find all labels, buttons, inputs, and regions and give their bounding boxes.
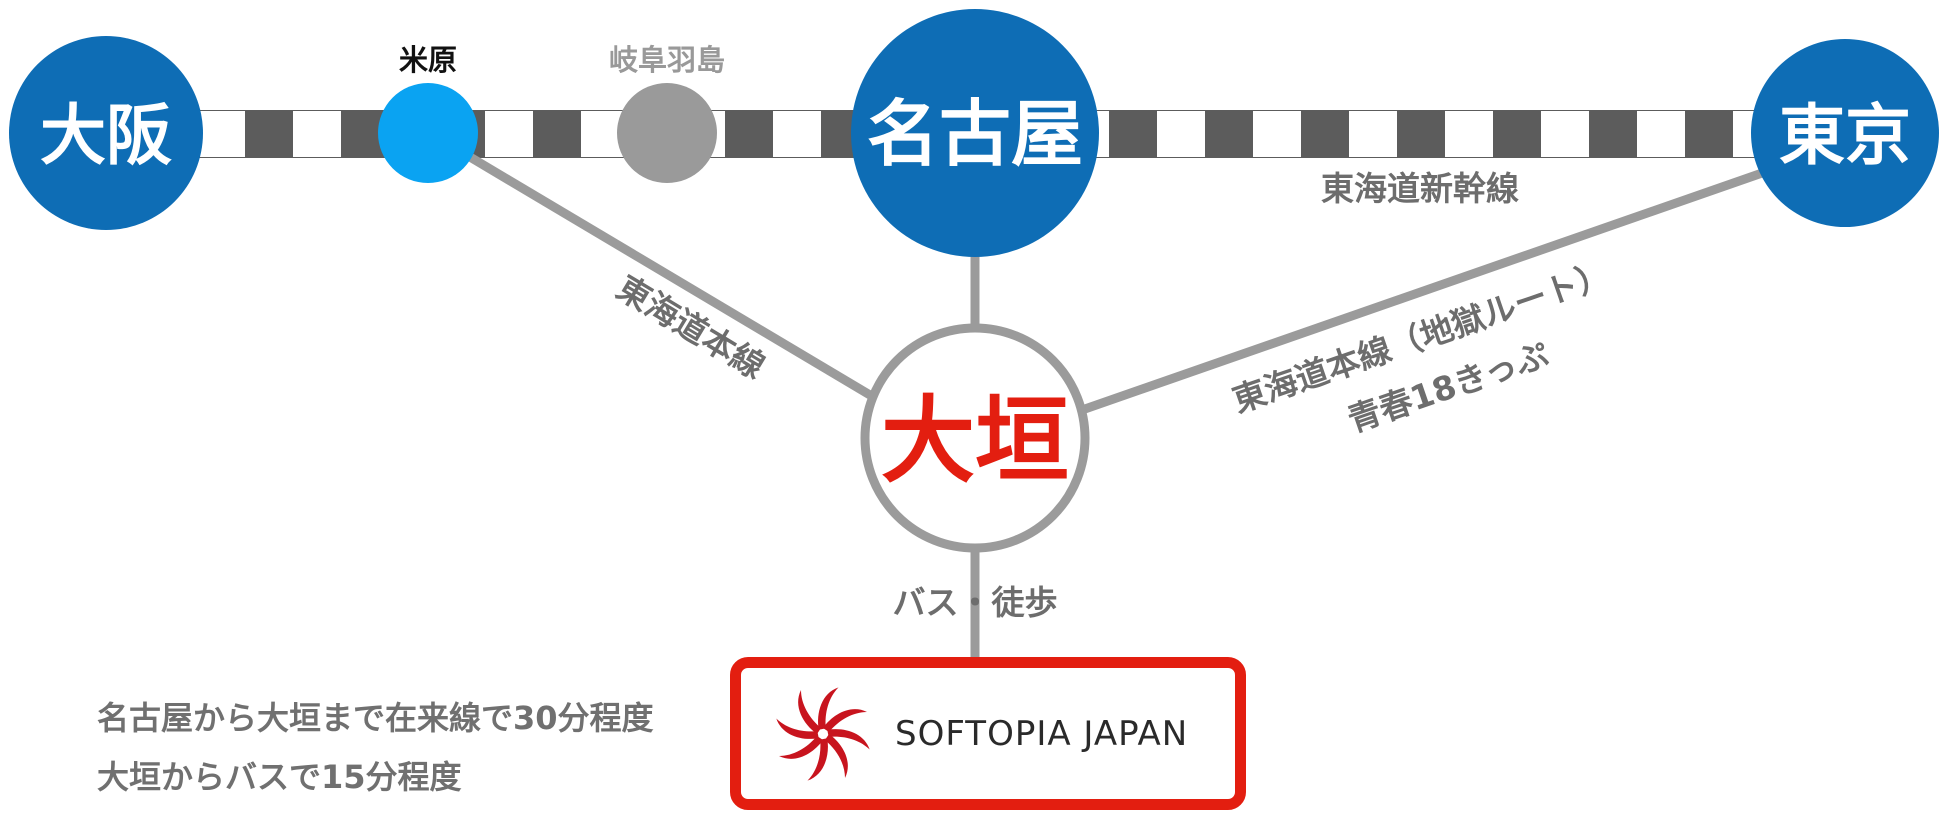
station-tokyo-label: 東京: [1779, 97, 1911, 174]
track-tie: [1253, 111, 1301, 157]
station-gifu-hashima-label: 岐阜羽島: [609, 43, 725, 77]
softopia-japan-name: SOFTOPIA JAPAN: [895, 713, 1189, 754]
note-nagoya-ogaki: 名古屋から大垣まで在来線で30分程度: [97, 699, 654, 737]
track-tie: [1157, 111, 1205, 157]
station-maibara: [378, 83, 478, 183]
station-gifu-hashima: [617, 83, 717, 183]
station-ogaki: 大垣: [860, 323, 1090, 553]
note-ogaki-bus: 大垣からバスで15分程度: [97, 758, 462, 796]
track-tie: [773, 111, 821, 157]
station-nagoya: 名古屋: [851, 9, 1099, 257]
station-maibara-label: 米原: [399, 43, 457, 77]
softopia-logo-icon: [776, 686, 870, 781]
track-tie: [1637, 111, 1685, 157]
station-tokyo: 東京: [1751, 39, 1939, 227]
route-line-tokyo-ogaki: [1080, 167, 1767, 415]
route-line-maibara-ogaki: [467, 153, 878, 402]
station-osaka: 大阪: [9, 36, 203, 230]
track-tie: [293, 111, 341, 157]
softopia-japan-box: SOFTOPIA JAPAN: [730, 657, 1246, 810]
station-nagoya-label: 名古屋: [867, 92, 1083, 176]
station-ogaki-label: 大垣: [881, 387, 1069, 496]
track-tie: [1541, 111, 1589, 157]
track-tie: [485, 111, 533, 157]
line-label-shinkansen: 東海道新幹線: [1321, 169, 1519, 208]
track-tie: [1349, 111, 1397, 157]
station-osaka-label: 大阪: [40, 97, 172, 174]
line-label-bus-walk: バス・徒歩: [893, 583, 1058, 622]
track-tie: [197, 111, 245, 157]
track-tie: [1445, 111, 1493, 157]
